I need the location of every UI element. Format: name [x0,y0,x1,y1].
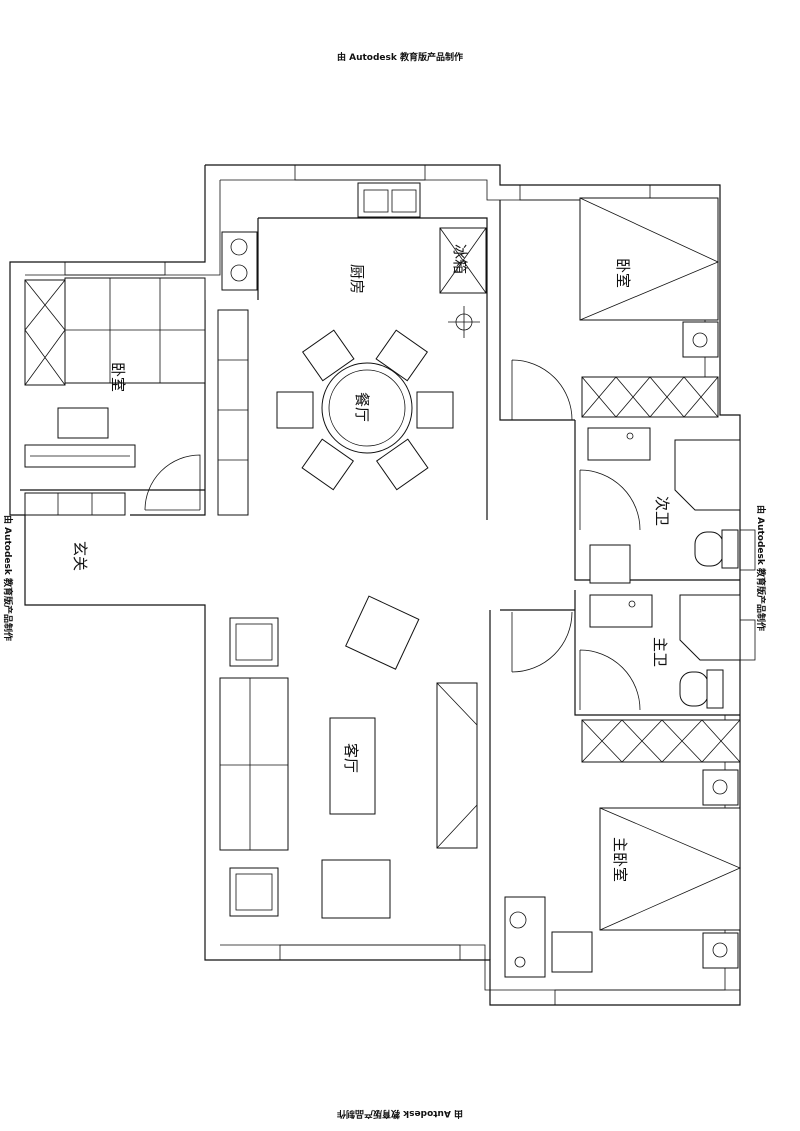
doors [144,359,641,711]
right-bedroom-furniture [579,197,719,418]
living-room-furniture [219,595,478,919]
kitchen-fixtures [221,182,487,338]
label-bath-second: 次卫 [653,496,671,526]
watermark-top: 由 Autodesk 教育版产品制作 [336,53,463,63]
room-labels: 厨房 冰箱 餐厅 卧室 卧室 玄关 次卫 主卫 客厅 主卧室 [71,244,671,882]
label-bath-master: 主卫 [651,637,669,667]
label-master-bedroom: 主卧室 [611,837,629,882]
interior-walls [20,200,740,960]
bathroom-fixtures [587,427,741,709]
master-bedroom-furniture [504,719,742,978]
dining-set [276,329,454,491]
label-dining: 餐厅 [353,392,371,422]
label-kitchen: 厨房 [348,264,366,294]
label-fridge: 冰箱 [451,244,469,274]
label-living: 客厅 [342,743,360,773]
label-bedroom-right: 卧室 [614,258,632,288]
label-bedroom-left: 卧室 [109,362,127,392]
label-entrance: 玄关 [71,541,89,571]
left-bedroom-furniture [24,277,249,516]
